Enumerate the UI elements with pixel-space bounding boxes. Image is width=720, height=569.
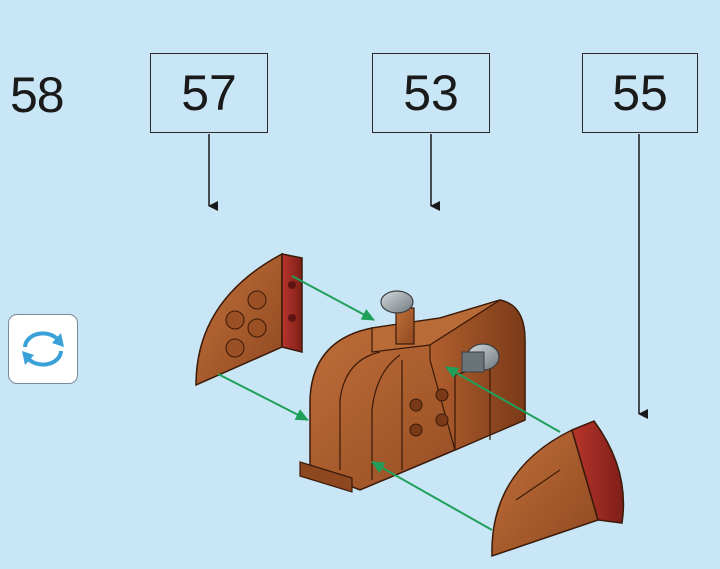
- central-body: [299, 290, 526, 493]
- sub-step-ref-55[interactable]: 55: [582, 53, 698, 133]
- connect-arrow-3: [445, 366, 561, 433]
- sub-step-ref-53[interactable]: 53: [372, 53, 490, 133]
- step-number: 58: [10, 67, 65, 123]
- right-curved-piece: [491, 420, 625, 558]
- rotate-icon: [22, 331, 64, 367]
- left-curved-piece: [195, 252, 303, 387]
- rotate-model-button[interactable]: [8, 314, 78, 384]
- connect-arrow-2: [217, 373, 309, 421]
- connect-arrow-4: [371, 461, 493, 531]
- sub-step-ref-57[interactable]: 57: [150, 53, 268, 133]
- connect-arrow-1: [291, 275, 375, 321]
